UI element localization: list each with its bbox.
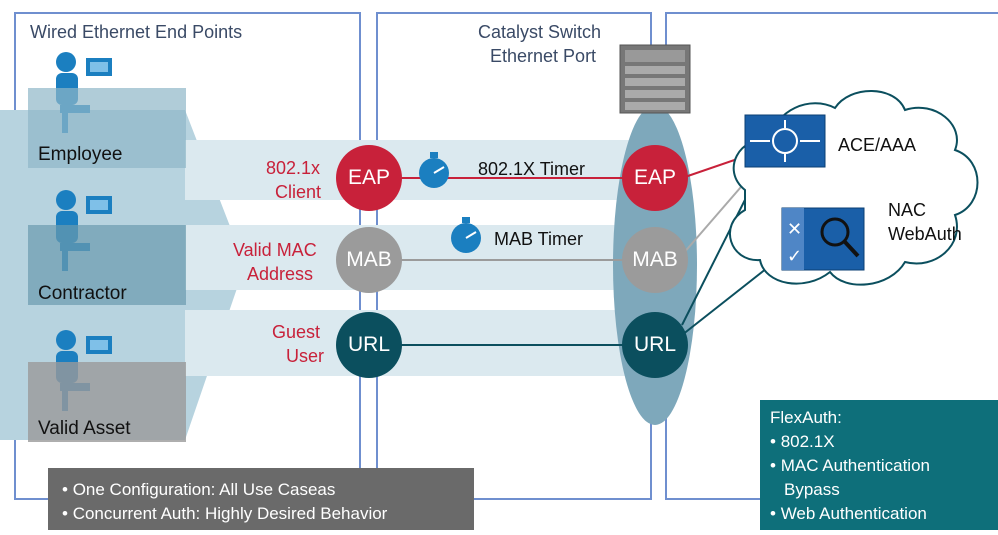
flexauth-item-2: • MAC Authentication xyxy=(770,456,930,475)
summary-item-2: • Concurrent Auth: Highly Desired Behavi… xyxy=(62,504,388,523)
url-client-circle xyxy=(336,312,402,378)
badge-mab-switch: MAB xyxy=(632,248,678,271)
client-label-mab-2: Address xyxy=(247,264,314,284)
client-label-url-1: Guest xyxy=(272,322,321,342)
server-label-nac-2: WebAuth xyxy=(888,224,962,244)
timer-label-mab: MAB Timer xyxy=(494,229,584,249)
ace-aaa-icon xyxy=(744,114,826,168)
band-mab xyxy=(185,225,635,290)
catalyst-switch-icon xyxy=(619,44,691,114)
mab-switch-circle xyxy=(622,227,688,293)
flexauth-item-2-cont: Bypass xyxy=(784,480,840,499)
flexauth-item-1: • 802.1X xyxy=(770,432,835,451)
endpoints-title: Wired Ethernet End Points xyxy=(30,22,243,42)
url-switch-circle xyxy=(622,312,688,378)
badge-eap-switch: EAP xyxy=(633,166,677,189)
band-eap xyxy=(185,140,635,200)
badge-eap-client: EAP xyxy=(347,166,391,189)
summary-box-text: • One Configuration: All Use Caseas • Co… xyxy=(62,478,387,526)
stopwatch-icon-eap xyxy=(419,152,449,188)
flexauth-item-3: • Web Authentication xyxy=(770,504,927,523)
svg-text:✓: ✓ xyxy=(787,246,802,267)
endpoint-label-contractor: Contractor xyxy=(38,283,127,304)
badge-url-switch: URL xyxy=(633,333,676,356)
server-label-nac-1: NAC xyxy=(888,200,927,220)
badge-url-client: URL xyxy=(347,333,390,356)
summary-item-1: • One Configuration: All Use Caseas xyxy=(62,480,336,499)
client-label-url-2: User xyxy=(286,346,325,366)
eap-client-circle xyxy=(336,145,402,211)
client-label-mab-1: Valid MAC xyxy=(233,240,317,260)
timer-label-eap: 802.1X Timer xyxy=(478,159,586,179)
svg-text:✕: ✕ xyxy=(787,219,802,240)
eap-switch-circle xyxy=(622,145,688,211)
badge-mab-client: MAB xyxy=(346,248,392,271)
client-label-eap-2: Client xyxy=(275,182,322,202)
band-url xyxy=(185,310,635,376)
nac-webauth-icon: ✕ ✓ xyxy=(781,207,865,271)
endpoint-label-employee: Employee xyxy=(38,144,123,165)
mab-client-circle xyxy=(336,227,402,293)
client-label-eap-1: 802.1x xyxy=(266,158,321,178)
server-label-ace-aaa: ACE/AAA xyxy=(838,135,917,155)
endpoint-label-valid-asset: Valid Asset xyxy=(38,418,131,439)
summary-box xyxy=(48,468,474,530)
flexauth-title: FlexAuth: xyxy=(770,408,842,427)
stopwatch-icon-mab xyxy=(451,217,481,253)
flexauth-box: FlexAuth: • 802.1X • MAC Authentication … xyxy=(760,400,998,530)
switch-title-line1: Catalyst Switch xyxy=(478,22,602,42)
switch-title-line2: Ethernet Port xyxy=(490,46,597,66)
